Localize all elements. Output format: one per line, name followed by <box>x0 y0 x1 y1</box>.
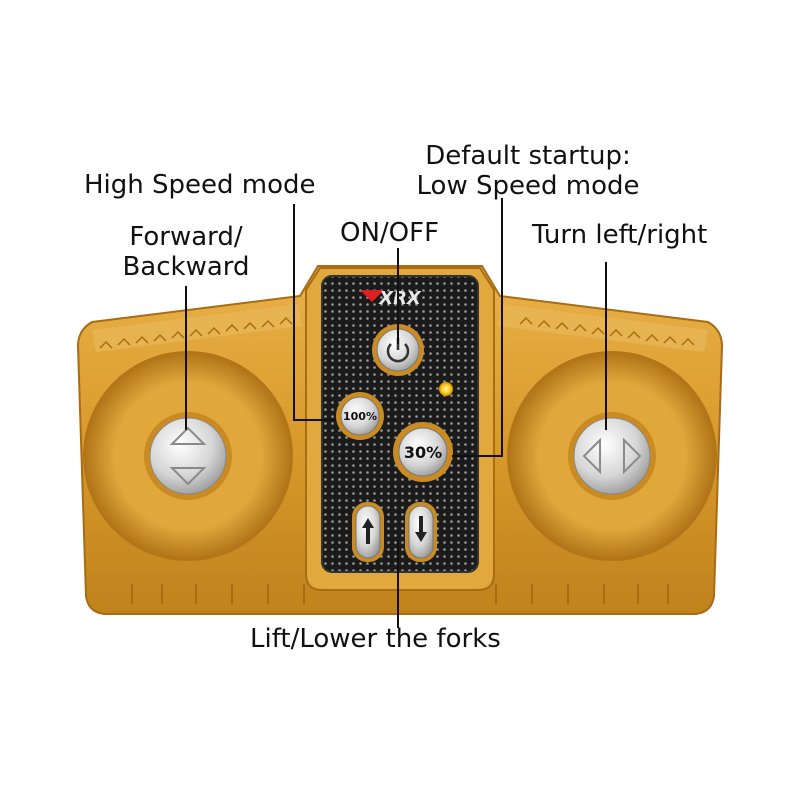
up-arrow-icon <box>362 518 374 544</box>
control-panel <box>321 275 479 573</box>
status-led <box>439 382 453 396</box>
default-startup-line1: Default startup: <box>425 141 631 171</box>
low-speed-button[interactable]: 30% <box>393 422 453 482</box>
forward-backward-label: Forward/ Backward <box>106 222 266 282</box>
power-button[interactable] <box>372 324 424 376</box>
lift-lower-forks-label: Lift/Lower the forks <box>250 624 501 654</box>
forward-backward-line1: Forward/ <box>129 222 243 252</box>
default-startup-label: Default startup: Low Speed mode <box>398 141 658 201</box>
left-joystick[interactable] <box>83 351 293 561</box>
high-speed-mode-label: High Speed mode <box>84 170 316 200</box>
forward-backward-line2: Backward <box>122 252 250 282</box>
right-joystick[interactable] <box>507 351 717 561</box>
high-speed-button[interactable]: 100% <box>336 392 384 440</box>
turn-left-right-label: Turn left/right <box>532 220 708 250</box>
on-off-label: ON/OFF <box>340 218 440 248</box>
low-speed-label: 30% <box>404 443 442 462</box>
svg-text:XRX: XRX <box>378 288 422 309</box>
callout-lines <box>185 198 607 628</box>
lift-up-button[interactable] <box>352 502 384 562</box>
default-startup-line2: Low Speed mode <box>416 171 640 201</box>
lower-down-button[interactable] <box>405 502 437 562</box>
brand-logo: XRX <box>360 288 422 309</box>
up-down-arrows-icon <box>169 426 207 486</box>
high-speed-label: 100% <box>343 410 377 423</box>
left-right-arrows-icon <box>582 437 642 475</box>
down-arrow-icon <box>415 516 427 542</box>
